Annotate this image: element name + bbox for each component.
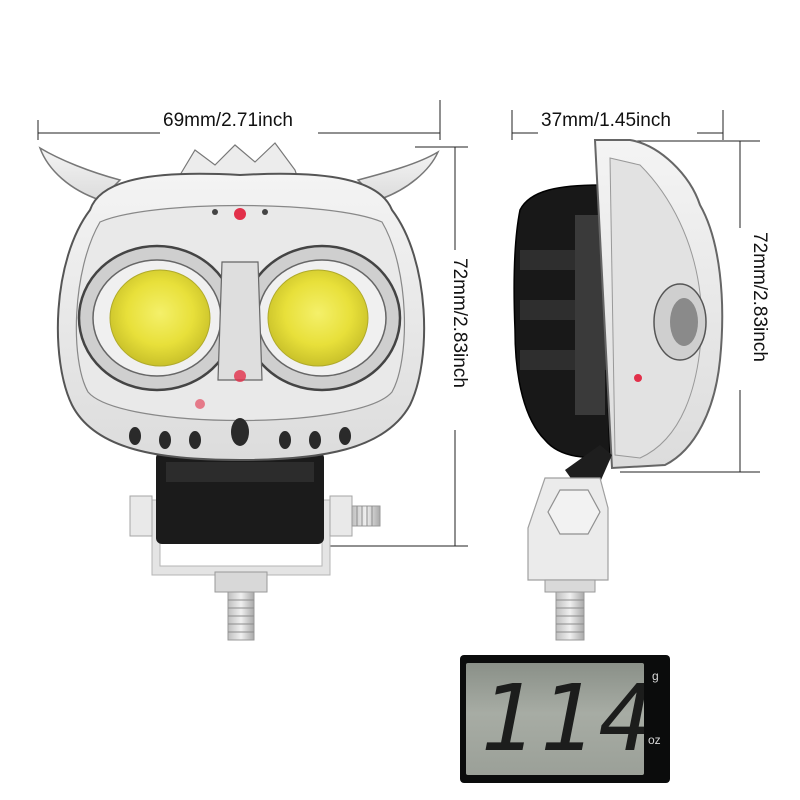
unit-ounces-label: oz xyxy=(648,733,661,747)
side-height-label: 72mm/2.83inch xyxy=(749,232,770,362)
front-width-dimension-line xyxy=(37,100,441,140)
scale-display: 114 xyxy=(466,663,644,775)
side-light xyxy=(513,139,724,641)
side-width-label: 37mm/1.45inch xyxy=(541,110,671,131)
front-light xyxy=(38,142,440,641)
front-height-dimension-line xyxy=(330,146,468,547)
front-height-label: 72mm/2.83inch xyxy=(449,258,470,388)
right-lens xyxy=(268,270,368,366)
front-width-label: 69mm/2.71inch xyxy=(163,110,293,131)
unit-grams-label: g xyxy=(652,669,659,683)
left-lens xyxy=(110,270,210,366)
side-width-dimension-line xyxy=(511,110,724,140)
digital-scale: 114 g oz xyxy=(460,655,670,783)
scale-reading: 114 xyxy=(480,665,644,772)
